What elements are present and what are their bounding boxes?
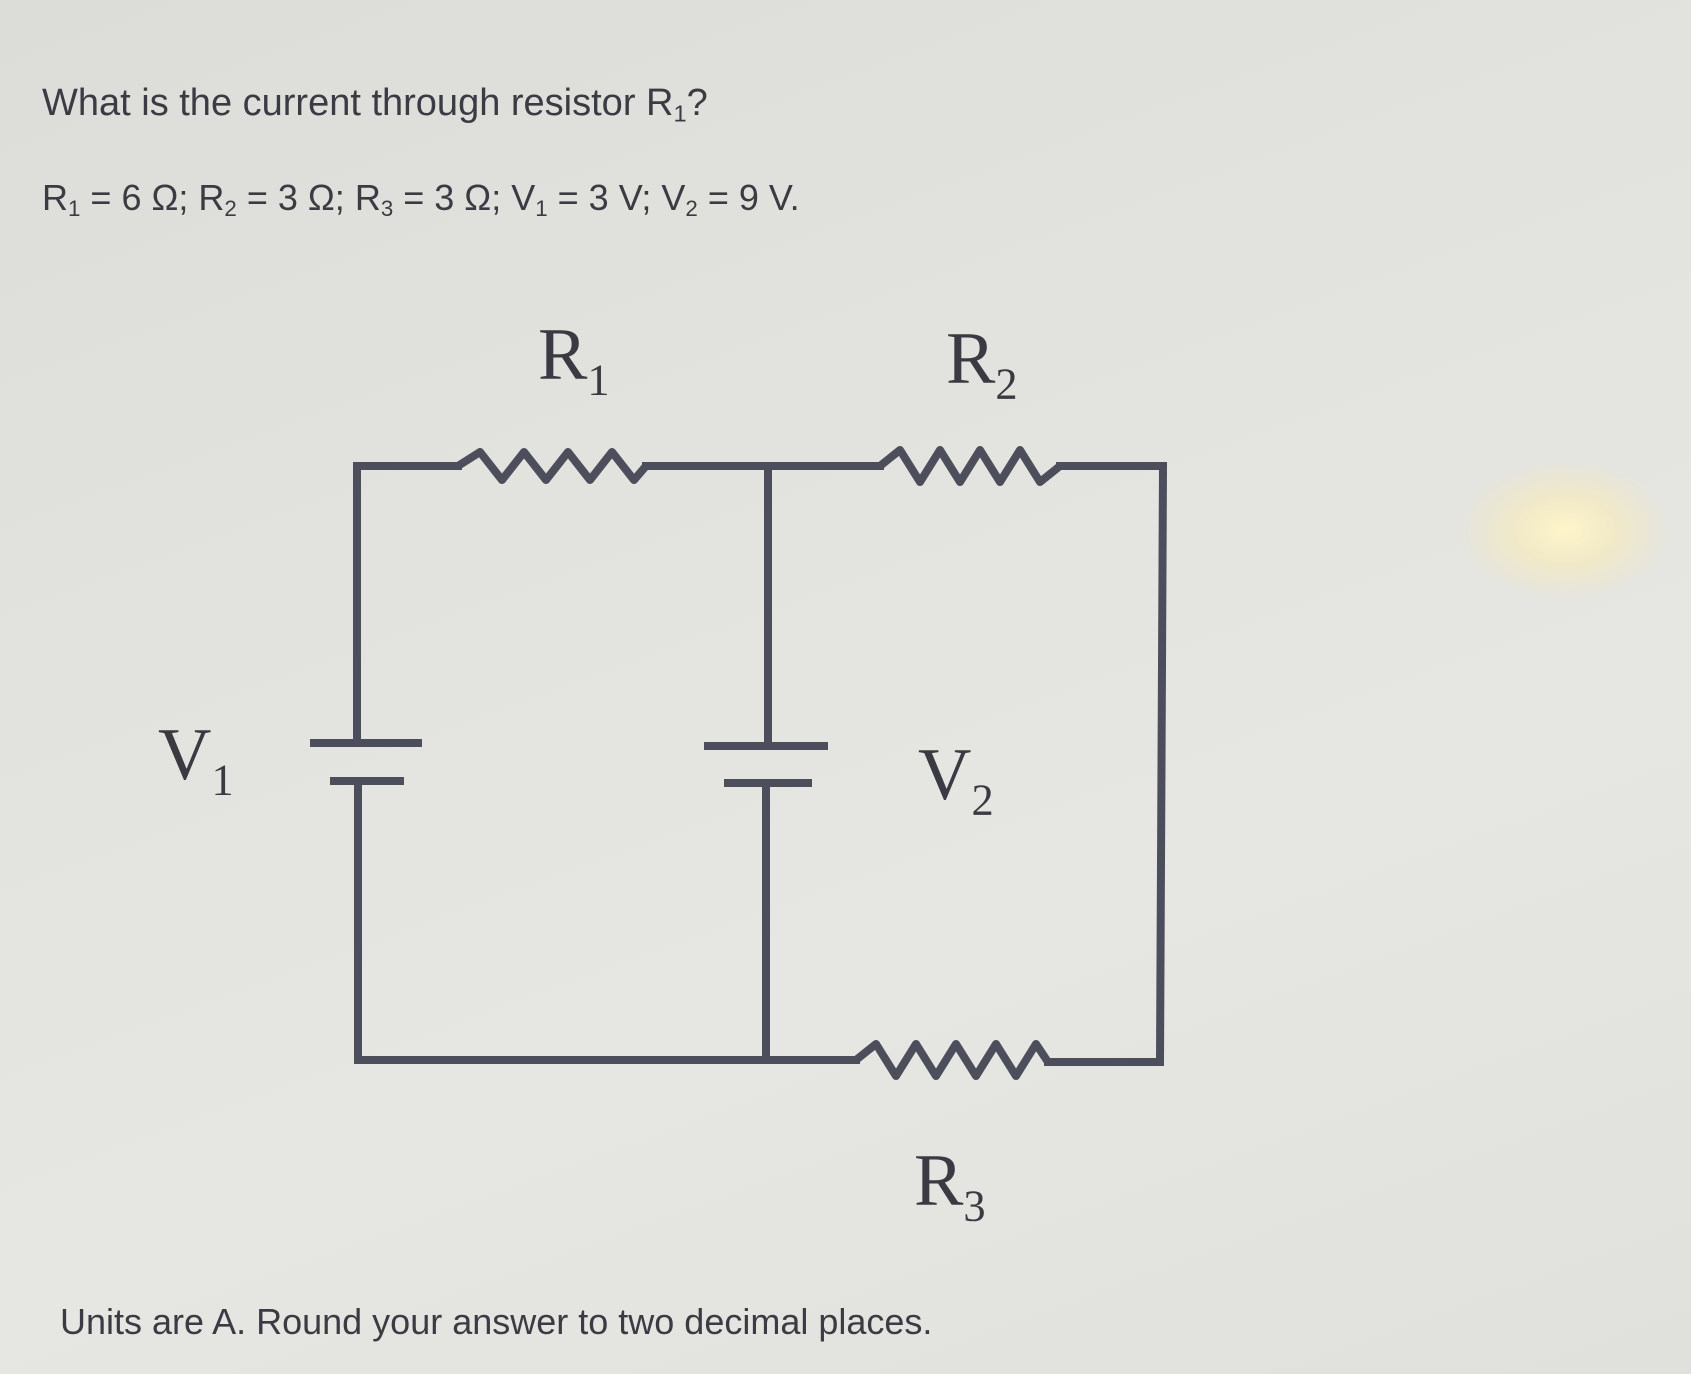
value-r1-subscript: 1 xyxy=(68,196,81,222)
label-v2: V2 xyxy=(918,738,994,822)
value-r2-symbol: R xyxy=(198,177,225,218)
value-separator: ; xyxy=(178,177,199,218)
value-separator: ; xyxy=(641,177,662,218)
question-text: What is the current through resistor R1? xyxy=(42,82,708,125)
value-r1-symbol: R xyxy=(42,177,68,218)
value-v2-symbol: V xyxy=(661,177,686,218)
value-r3-symbol: R xyxy=(354,177,381,218)
label-r1-subscript: 1 xyxy=(587,354,610,405)
wire-right-side xyxy=(1044,462,1168,1066)
value-v2-subscript: 2 xyxy=(685,196,698,222)
value-v2: V2 = 9 V. xyxy=(661,177,800,222)
value-v1-subscript: 1 xyxy=(535,196,548,222)
resistor-r1 xyxy=(454,448,650,484)
resistor-r2 xyxy=(876,446,1064,486)
label-r1: R1 xyxy=(538,318,610,402)
wire-left-top xyxy=(353,462,462,747)
label-r1-symbol: R xyxy=(538,314,588,396)
label-r2: R2 xyxy=(946,322,1018,406)
label-r3-symbol: R xyxy=(914,1140,964,1222)
resistor-r3 xyxy=(852,1040,1052,1080)
label-r3-subscript: 3 xyxy=(963,1180,986,1231)
question-label: What is the current through resistor R xyxy=(42,82,674,124)
wire-left-bottom xyxy=(354,777,770,1064)
value-r3-amount: = 3 Ω xyxy=(393,177,492,218)
value-v1-symbol: V xyxy=(511,177,536,218)
label-r2-subscript: 2 xyxy=(995,358,1018,409)
label-v2-symbol: V xyxy=(918,734,972,816)
value-r2-subscript: 2 xyxy=(224,196,237,222)
value-r1-amount: = 6 Ω xyxy=(80,177,179,218)
instructions-text: Units are A. Round your answer to two de… xyxy=(60,1301,933,1342)
label-r2-symbol: R xyxy=(946,318,996,400)
screen-glare xyxy=(1460,460,1670,600)
value-separator: ; xyxy=(491,177,512,218)
value-v2-amount: = 9 V. xyxy=(697,177,800,218)
label-r3: R3 xyxy=(914,1144,986,1228)
label-v1-subscript: 1 xyxy=(211,754,234,805)
value-r2: R2 = 3 Ω xyxy=(198,177,335,222)
value-r3-subscript: 3 xyxy=(380,196,394,222)
label-v1: V1 xyxy=(158,718,234,802)
value-separator: ; xyxy=(334,177,355,218)
value-r3: R3 = 3 Ω xyxy=(354,177,492,222)
question-subscript: 1 xyxy=(673,100,687,127)
given-values: R1 = 6 Ω; R2 = 3 Ω; R3 = 3 Ω; V1 = 3 V; … xyxy=(42,177,800,222)
value-v1-amount: = 3 V xyxy=(547,177,642,218)
value-r1: R1 = 6 Ω xyxy=(42,177,179,222)
question-mark: ? xyxy=(686,82,708,124)
label-v1-symbol: V xyxy=(158,714,212,796)
label-v2-subscript: 2 xyxy=(971,774,994,825)
value-r2-amount: = 3 Ω xyxy=(236,177,335,218)
value-v1: V1 = 3 V xyxy=(511,177,642,222)
